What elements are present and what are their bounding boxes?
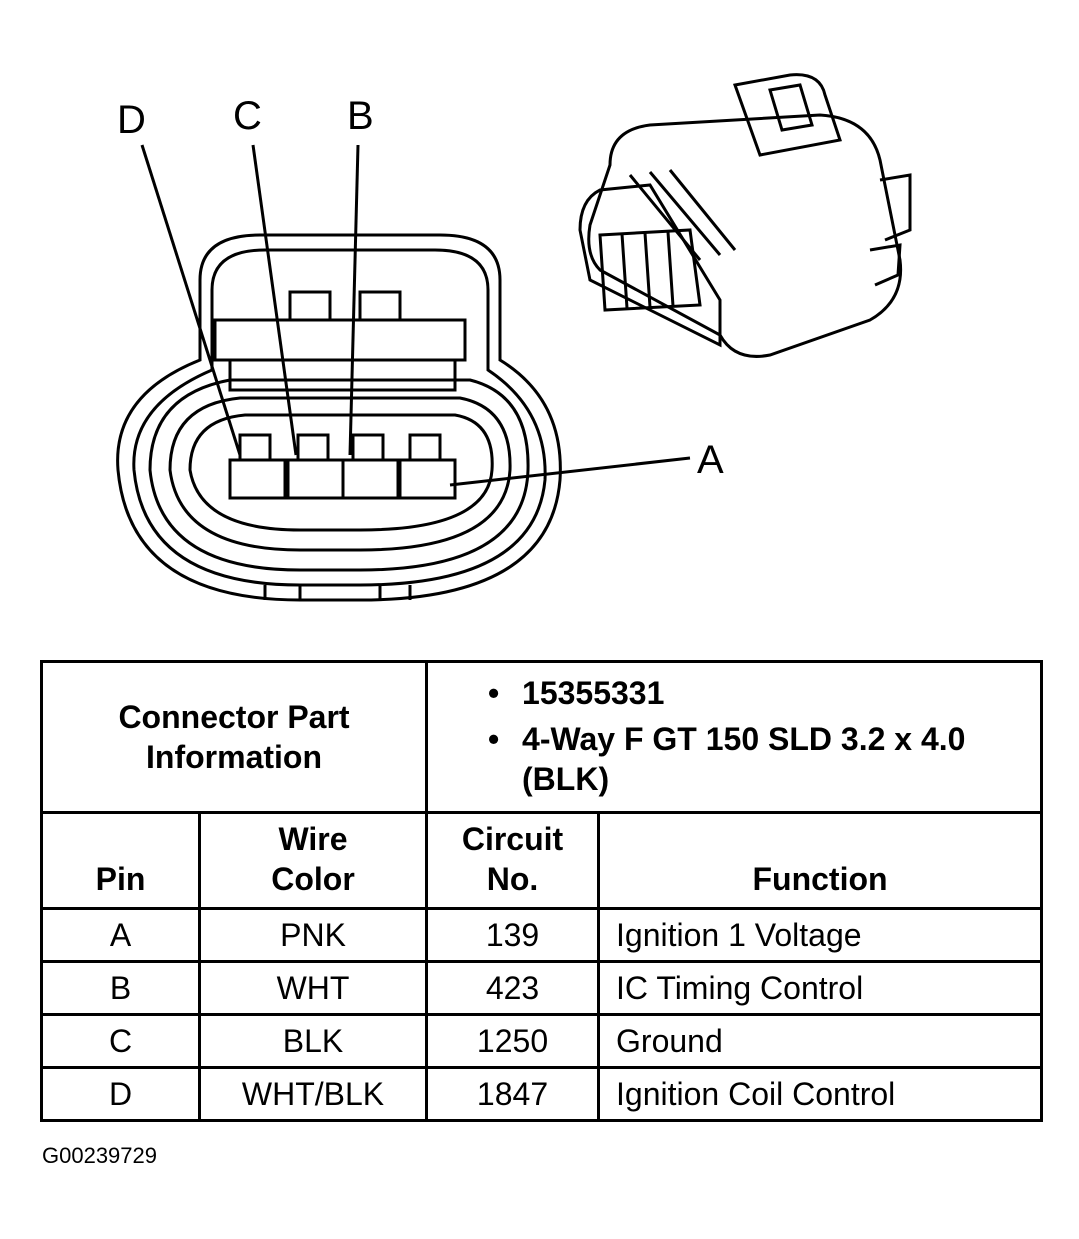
figure-code: G00239729 — [42, 1143, 157, 1168]
leader-line-c — [251, 144, 298, 456]
header-pin-text: Pin — [95, 861, 146, 897]
perspective-front — [578, 183, 722, 348]
connector-table: Connector Part Information • 15355331 • 4-… — [39, 660, 1044, 1122]
cell-function: Ignition 1 Voltage — [597, 907, 1044, 963]
leader-line-d — [140, 144, 242, 456]
latch-bridge — [228, 360, 457, 392]
pin-terminal-c — [296, 433, 330, 462]
pin-terminal-d — [238, 433, 272, 462]
perspective-side-rib-2 — [869, 243, 902, 287]
cell-pin: A — [40, 907, 201, 963]
connector-part-number-text: 15355331 — [522, 675, 665, 711]
pin-label-b: B — [347, 94, 374, 138]
connector-shell-ring-2 — [132, 248, 547, 587]
bullet-icon: • — [488, 675, 500, 711]
perspective-body — [587, 113, 903, 358]
cell-wire: WHT/BLK — [197, 1066, 429, 1122]
connector-cavity-frame — [188, 413, 494, 532]
latch-tab — [288, 290, 332, 322]
connector-part-number: • 15355331 — [488, 673, 1030, 713]
table-header-row: Pin Wire Color Circuit No. Function — [40, 811, 1044, 910]
header-function: Function — [597, 811, 1044, 910]
perspective-latch — [732, 73, 842, 157]
cell-wire: WHT — [197, 960, 429, 1016]
table-row: D WHT/BLK 1847 Ignition Coil Control — [40, 1066, 1044, 1122]
connector-info-title: Connector Part Information — [39, 660, 429, 814]
cell-wire: PNK — [197, 907, 429, 963]
bottom-tab — [263, 585, 412, 600]
connector-illustration — [116, 73, 912, 602]
header-pin: Pin — [40, 811, 201, 910]
cell-circuit: 423 — [425, 960, 601, 1016]
pin-terminal-a — [408, 433, 442, 462]
cell-function: Ground — [597, 1013, 1044, 1069]
header-circuit-line2: No. — [486, 861, 539, 897]
cell-pin: B — [40, 960, 201, 1016]
header-function-text: Function — [752, 861, 888, 897]
perspective-latch-inner — [768, 83, 814, 132]
perspective-top-ridges — [628, 169, 737, 261]
latch-tab-2 — [358, 290, 402, 322]
connector-info-title-line1: Connector Part — [118, 699, 350, 735]
connector-diagram: D C B A — [116, 73, 912, 602]
perspective-terminal-dividers — [620, 231, 675, 309]
perspective-terminal-row — [598, 228, 702, 312]
header-circuit: Circuit No. — [425, 811, 601, 910]
pin-cavity-d — [228, 458, 287, 500]
leader-line-b — [348, 144, 360, 456]
connector-description: • 4-Way F GT 150 SLD 3.2 x 4.0 (BLK) — [488, 719, 1030, 799]
table-row: B WHT 423 IC Timing Control — [40, 960, 1044, 1016]
connector-outer-shell — [116, 233, 562, 602]
perspective-side-rib — [879, 173, 912, 242]
table-row: A PNK 139 Ignition 1 Voltage — [40, 907, 1044, 963]
cell-circuit: 139 — [425, 907, 601, 963]
table-row: C BLK 1250 Ground — [40, 1013, 1044, 1069]
cell-circuit: 1847 — [425, 1066, 601, 1122]
connector-shell-ring-3 — [148, 378, 530, 572]
header-wire-color: Wire Color — [197, 811, 429, 910]
pin-cavity-a — [398, 458, 457, 500]
pin-label-c: C — [233, 94, 262, 138]
cell-pin: C — [40, 1013, 201, 1069]
header-wire-color-line1: Wire — [278, 821, 348, 857]
pin-cavity-c — [286, 458, 345, 500]
cell-function: IC Timing Control — [597, 960, 1044, 1016]
leader-line-a — [449, 456, 691, 487]
connector-description-text: 4-Way F GT 150 SLD 3.2 x 4.0 (BLK) — [522, 721, 966, 797]
connector-info-row: Connector Part Information • 15355331 • 4-… — [39, 660, 1044, 814]
connector-inner-ring — [168, 396, 512, 552]
cell-wire: BLK — [197, 1013, 429, 1069]
pin-cavity-b — [341, 458, 400, 500]
cell-circuit: 1250 — [425, 1013, 601, 1069]
connector-info-title-line2: Information — [146, 739, 322, 775]
pin-label-a: A — [697, 438, 724, 482]
connector-info-values: • 15355331 • 4-Way F GT 150 SLD 3.2 x 4.0 … — [425, 660, 1044, 814]
pin-label-d: D — [117, 98, 146, 142]
cell-pin: D — [40, 1066, 201, 1122]
bullet-icon: • — [488, 721, 500, 757]
latch-block — [213, 318, 467, 362]
header-circuit-line1: Circuit — [461, 821, 564, 857]
header-wire-color-line2: Color — [271, 861, 355, 897]
cell-function: Ignition Coil Control — [597, 1066, 1044, 1122]
pin-terminal-b — [351, 433, 385, 462]
